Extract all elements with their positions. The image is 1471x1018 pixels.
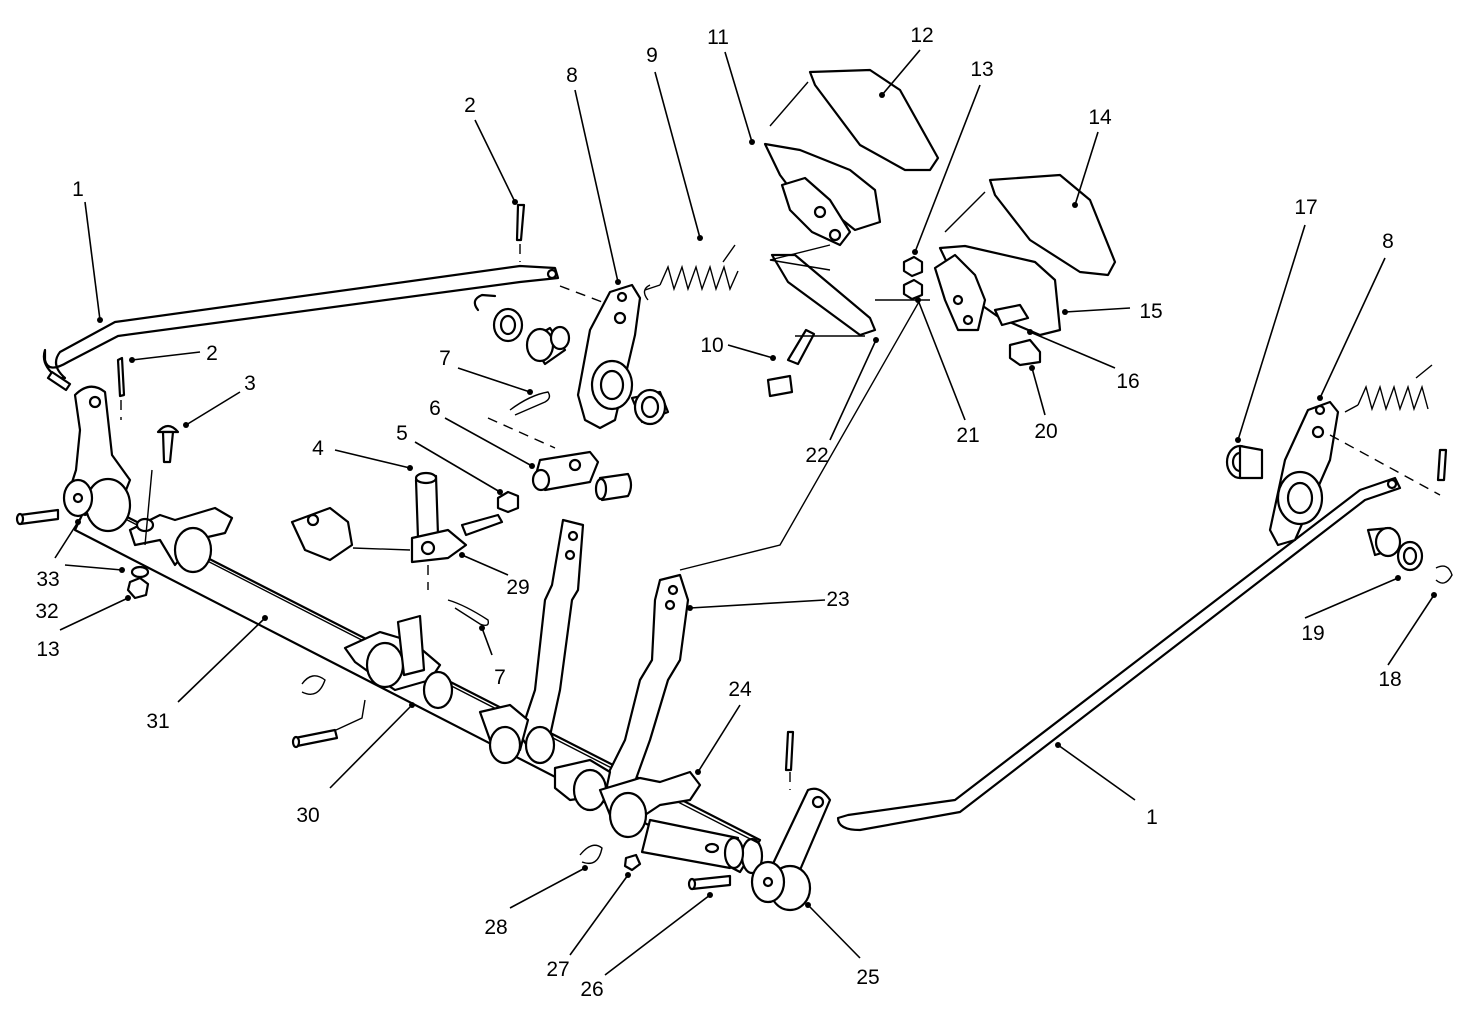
callout-30: 30 (296, 804, 319, 827)
roll-pin-26 (687, 874, 732, 891)
spring-9 (643, 244, 739, 301)
callout-13-lower: 13 (36, 638, 59, 661)
callout-3: 3 (244, 372, 256, 395)
callout-22: 22 (805, 444, 828, 467)
callout-2-left: 2 (206, 342, 218, 365)
brake-pedal-11 (763, 142, 882, 337)
callout-28: 28 (484, 916, 507, 939)
control-rod-upper (42, 264, 560, 392)
brake-pedal-pad-12 (769, 68, 940, 172)
washer-32 (130, 565, 150, 579)
bushing-17 (1225, 444, 1264, 480)
pedal-stop-block (290, 506, 411, 562)
bearing-bracket-left (128, 506, 234, 574)
cotter-pin-right (1436, 448, 1448, 482)
callout-5: 5 (396, 422, 408, 445)
roll-pin-33 (15, 508, 60, 526)
callout-27: 27 (546, 958, 569, 981)
hair-pin-7-upper (487, 391, 556, 449)
callout-8-right: 8 (1382, 230, 1394, 253)
left-pivot-arm (62, 385, 132, 533)
callout-1-upper: 1 (72, 178, 84, 201)
callout-10: 10 (700, 334, 723, 357)
callout-15: 15 (1139, 300, 1162, 323)
bearing-bracket-24 (598, 770, 702, 839)
clevis-6 (531, 450, 633, 502)
lift-arm-upright (478, 518, 585, 765)
callout-1-lower: 1 (1146, 806, 1158, 829)
callout-12: 12 (910, 24, 933, 47)
spring-right (1344, 364, 1433, 413)
callout-7-upper: 7 (439, 347, 451, 370)
roll-pin-30 (291, 699, 366, 749)
callout-29: 29 (506, 576, 529, 599)
bushing-19-washer-18 (1366, 526, 1453, 584)
cotter-pin-2-left (116, 356, 126, 420)
callout-8-left: 8 (566, 64, 578, 87)
lock-pedal-15 (933, 244, 1062, 337)
callout-26: 26 (580, 978, 603, 1001)
callout-6: 6 (429, 397, 441, 420)
carriage-bolt-3 (144, 424, 180, 546)
callout-7-lower: 7 (494, 666, 506, 689)
cotter-pin-2-top (515, 203, 611, 306)
lock-pedal-pad-14 (944, 173, 1117, 277)
grease-fitting-27 (623, 853, 642, 872)
callout-33: 33 (36, 568, 59, 591)
adjustable-clevis-29 (410, 471, 504, 590)
cotter-pin-2-bottom (784, 730, 795, 790)
callout-14: 14 (1088, 106, 1112, 129)
callout-31: 31 (146, 710, 169, 733)
pivot-arm-25 (750, 787, 832, 912)
pedal-arm-8-left (576, 283, 642, 430)
callout-labels: 1 2 2 3 4 5 6 7 8 9 10 11 12 13 14 15 16… (35, 24, 1401, 1001)
leader-lines (54, 49, 1437, 976)
callout-21: 21 (956, 424, 979, 447)
e-ring-left (301, 675, 326, 695)
bolt-16 (993, 303, 1030, 327)
callout-23: 23 (826, 588, 849, 611)
callout-9: 9 (646, 44, 658, 67)
bearing-bracket-center (343, 614, 454, 710)
callout-19: 19 (1301, 622, 1324, 645)
callout-20: 20 (1034, 420, 1057, 443)
routing-line-23 (679, 299, 921, 571)
lift-arm-23 (553, 573, 690, 812)
shaft-end (640, 818, 745, 870)
callout-11: 11 (707, 26, 729, 49)
control-rod-lower (836, 476, 1402, 832)
bolt-10 (766, 328, 816, 398)
nut-13-upper (902, 255, 924, 278)
callout-17: 17 (1294, 196, 1317, 219)
callout-13-upper: 13 (970, 58, 993, 81)
callout-4: 4 (312, 437, 324, 460)
nut-13 (126, 576, 150, 600)
hair-pin-7-lower (447, 599, 490, 627)
callout-32: 32 (35, 600, 58, 623)
callout-18: 18 (1378, 668, 1401, 691)
callout-2-top: 2 (464, 94, 476, 117)
callout-24: 24 (728, 678, 752, 701)
bolt-20 (1008, 338, 1042, 367)
callout-25: 25 (856, 966, 879, 989)
jam-nut-5 (496, 490, 520, 514)
callout-16: 16 (1116, 370, 1139, 393)
bushing-left-set (473, 293, 670, 426)
pedal-arm-8-right (1268, 400, 1441, 547)
e-ring-28 (579, 844, 603, 865)
nut-21 (902, 278, 924, 301)
